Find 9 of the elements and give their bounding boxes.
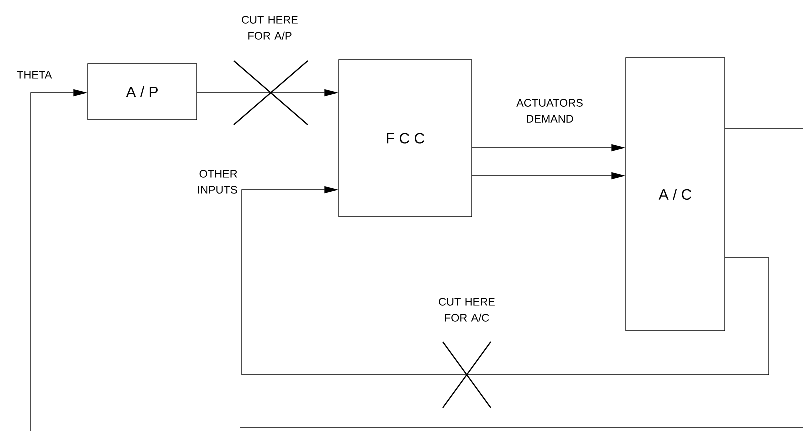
- label: OTHER INPUTS: [198, 170, 238, 194]
- block-box: F C C: [338, 60, 472, 218]
- label: CUT HERE FOR A/P: [242, 16, 298, 40]
- edge-label: ACTUATORS DEMAND: [509, 98, 591, 124]
- block-box: A / P: [88, 64, 198, 120]
- block-box: A / C: [626, 58, 726, 332]
- arrow: [242, 186, 770, 376]
- label: CUT HERE FOR A/C: [439, 298, 495, 322]
- label: THETA: [17, 71, 52, 79]
